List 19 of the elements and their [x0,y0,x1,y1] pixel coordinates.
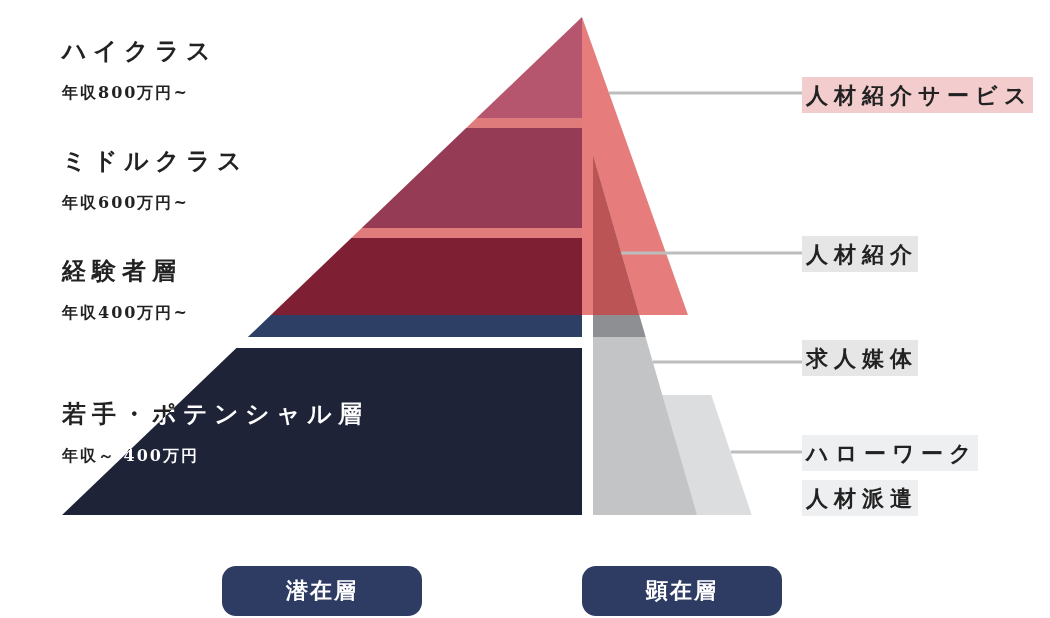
leader-line [621,251,802,255]
triangle-shape [593,155,697,515]
tier-label: ハイクラス [62,35,217,67]
salary-label: 年収600万円~ [62,193,189,214]
leader-line [652,360,802,364]
highlighted-label: 人材派遣 [802,480,918,516]
trapezoid-shape [662,395,752,515]
highlighted-label: 人材紹介サービス [802,77,1033,113]
leader-line [730,450,802,454]
salary-label: 年収800万円~ [62,83,189,104]
leader-line [609,91,802,95]
tier-label: 経験者層 [62,255,182,287]
salary-label: 年収400万円~ [62,303,189,324]
highlighted-label: 求人媒体 [802,340,918,376]
layer-button: 顕在層 [582,566,782,616]
tier-label: ミドルクラス [62,145,248,177]
layer-button: 潜在層 [222,566,422,616]
highlighted-label: ハローワーク [802,435,978,471]
highlighted-label: 人材紹介 [802,236,918,272]
